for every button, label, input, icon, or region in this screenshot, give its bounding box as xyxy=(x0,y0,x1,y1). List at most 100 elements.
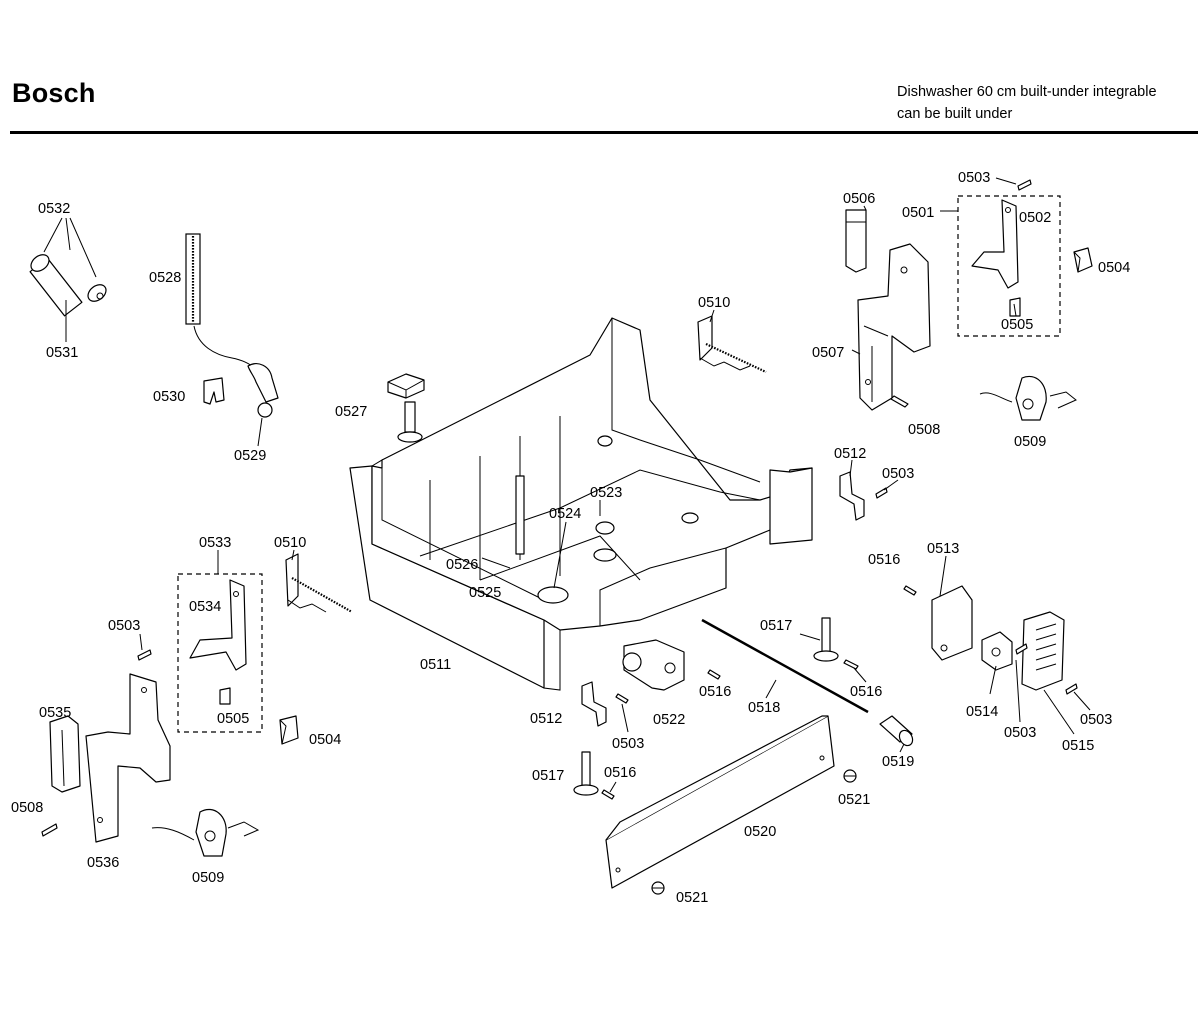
screw-0516-bottom[interactable] xyxy=(601,789,615,800)
label-0510-left: 0510 xyxy=(274,535,306,551)
label-0503-left: 0503 xyxy=(108,618,140,634)
control-module-0515[interactable] xyxy=(1021,611,1065,691)
leader-0507 xyxy=(851,349,861,355)
screw-0521-right[interactable] xyxy=(843,769,857,783)
bracket-0512-top[interactable] xyxy=(839,471,865,521)
label-0501: 0501 xyxy=(902,205,934,221)
label-0513: 0513 xyxy=(927,541,959,557)
leader-0514 xyxy=(989,665,997,695)
label-0505-left: 0505 xyxy=(217,711,249,727)
bracket-0536[interactable] xyxy=(85,673,171,843)
cover-cap-0504-left[interactable] xyxy=(279,715,299,745)
cover-0513[interactable] xyxy=(931,585,973,661)
leader-0503-mid xyxy=(883,479,899,491)
label-0503-top: 0503 xyxy=(958,170,990,186)
label-0509-right: 0509 xyxy=(1014,434,1046,450)
label-0512-bottom: 0512 xyxy=(530,711,562,727)
leader-0505-right xyxy=(1013,303,1017,317)
leader-0503-top xyxy=(995,177,1017,185)
screw-0508-left[interactable] xyxy=(41,823,58,837)
spring-bracket-0510-right[interactable] xyxy=(697,315,767,373)
leader-0510-left xyxy=(291,549,295,561)
clip-0505-left[interactable] xyxy=(219,687,231,705)
hose-sleeve-0531[interactable] xyxy=(28,251,109,317)
label-0521-right: 0521 xyxy=(838,792,870,808)
label-0505-right: 0505 xyxy=(1001,317,1033,333)
label-0503-mid: 0503 xyxy=(882,466,914,482)
screw-0503-mid[interactable] xyxy=(875,487,888,499)
leader-0512-top xyxy=(849,459,853,477)
bracket-0534[interactable] xyxy=(189,579,247,671)
label-0534: 0534 xyxy=(189,599,221,615)
leader-0515 xyxy=(1043,689,1075,735)
label-0523: 0523 xyxy=(590,485,622,501)
label-0526: 0526 xyxy=(446,557,478,573)
leader-0517-right xyxy=(799,633,821,641)
side-panel-0506[interactable] xyxy=(845,209,867,273)
label-0521-bottom: 0521 xyxy=(676,890,708,906)
label-0516-right-mid: 0516 xyxy=(850,684,882,700)
drain-hose-0528[interactable] xyxy=(185,233,279,418)
bracket-0512-bottom[interactable] xyxy=(581,681,607,727)
screw-0503-top[interactable] xyxy=(1017,179,1032,191)
screw-0503-bottom[interactable] xyxy=(615,693,629,704)
base-frame-0511[interactable] xyxy=(349,317,813,691)
screw-0516-center[interactable] xyxy=(707,669,721,680)
leader-0516-bottom xyxy=(609,781,617,793)
leader-0516-right-mid xyxy=(853,667,867,683)
brand-title: Bosch xyxy=(12,78,96,108)
leader-0529 xyxy=(257,417,263,447)
label-0527: 0527 xyxy=(335,404,367,420)
label-0533: 0533 xyxy=(199,535,231,551)
mounting-bracket-0507[interactable] xyxy=(857,243,931,411)
screw-0503-right-b[interactable] xyxy=(1065,683,1078,695)
model-description-line1: Dishwasher 60 cm built-under integrable xyxy=(897,84,1157,100)
foot-0517-left[interactable] xyxy=(573,751,599,796)
screw-0516-right-top[interactable] xyxy=(903,585,917,596)
label-0503-right-a: 0503 xyxy=(1004,725,1036,741)
model-description: Dishwasher 60 cm built-under integrable … xyxy=(897,81,1157,125)
leader-0506 xyxy=(863,205,867,211)
screw-0516-right-mid[interactable] xyxy=(843,659,859,670)
label-0519: 0519 xyxy=(882,754,914,770)
foot-0517-right[interactable] xyxy=(813,617,839,662)
kickplate-0520[interactable] xyxy=(605,715,835,889)
hinge-0509-left[interactable] xyxy=(151,808,260,857)
label-0506: 0506 xyxy=(843,191,875,207)
leader-0519 xyxy=(899,743,905,753)
spring-bracket-0510-left[interactable] xyxy=(285,553,353,613)
foot-0527[interactable] xyxy=(387,373,425,443)
assembly-group-0501 xyxy=(957,195,1061,337)
label-0504-left: 0504 xyxy=(309,732,341,748)
label-0503-bottom: 0503 xyxy=(612,736,644,752)
hose-holder-0530[interactable] xyxy=(203,377,225,405)
panel-0535[interactable] xyxy=(49,715,81,793)
hinge-0509-right[interactable] xyxy=(979,375,1077,421)
label-0514: 0514 xyxy=(966,704,998,720)
label-0504-right: 0504 xyxy=(1098,260,1130,276)
leader-0526 xyxy=(481,557,511,569)
label-0529: 0529 xyxy=(234,448,266,464)
label-0508-right: 0508 xyxy=(908,422,940,438)
cap-0519[interactable] xyxy=(879,715,915,748)
label-0510-right: 0510 xyxy=(698,295,730,311)
screw-0521-bottom[interactable] xyxy=(651,881,665,895)
label-0531: 0531 xyxy=(46,345,78,361)
screw-0503-left[interactable] xyxy=(137,649,152,661)
rod-0518[interactable] xyxy=(701,618,869,714)
label-0532: 0532 xyxy=(38,201,70,217)
screw-0508-right[interactable] xyxy=(890,395,909,408)
label-0522: 0522 xyxy=(653,712,685,728)
label-0511: 0511 xyxy=(420,657,451,673)
bracket-0502[interactable] xyxy=(971,199,1019,289)
model-description-line2: can be built under xyxy=(897,106,1013,122)
cover-cap-0504-right[interactable] xyxy=(1073,247,1093,273)
label-0508-left: 0508 xyxy=(11,800,43,816)
bracket-0514[interactable] xyxy=(981,631,1013,671)
screw-0503-right-a[interactable] xyxy=(1015,643,1028,655)
leader-0503-left xyxy=(139,633,143,651)
callout-labels: 0532 0531 0528 0530 0529 0527 0510 0506 … xyxy=(11,170,1130,906)
label-0524: 0524 xyxy=(549,506,581,522)
valve-0522[interactable] xyxy=(622,639,685,691)
